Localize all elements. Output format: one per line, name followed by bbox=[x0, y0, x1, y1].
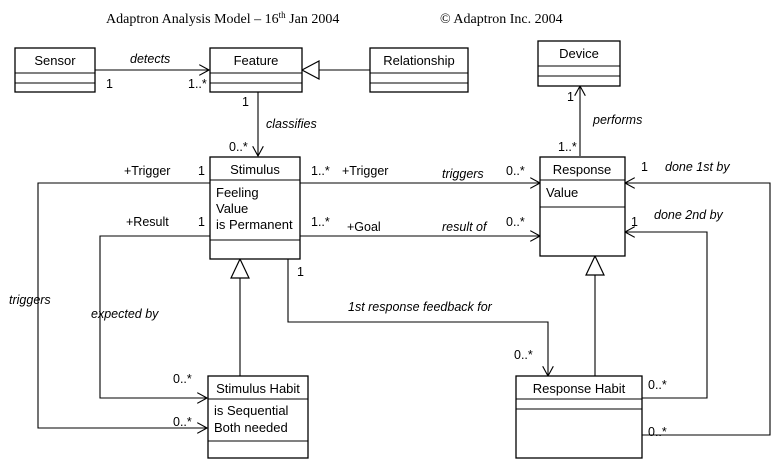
multiplicity: 1..* bbox=[311, 164, 330, 178]
multiplicity: 1 bbox=[297, 265, 304, 279]
multiplicity: 0..* bbox=[514, 348, 533, 362]
class-relationship: Relationship bbox=[369, 47, 469, 93]
multiplicity: 1 bbox=[631, 215, 638, 229]
role-label: +Trigger bbox=[342, 164, 388, 178]
edge-feedback bbox=[287, 259, 548, 376]
edge-done-1st bbox=[625, 183, 771, 436]
class-name: Response Habit bbox=[533, 381, 626, 396]
generalization-triangle bbox=[230, 257, 250, 279]
edge-expected-by bbox=[99, 235, 210, 398]
class-name: Feature bbox=[234, 53, 279, 68]
multiplicity: 0..* bbox=[229, 140, 248, 154]
multiplicity: 1 bbox=[641, 160, 648, 174]
assoc-label-triggers-left: triggers bbox=[9, 293, 51, 307]
class-name: Stimulus Habit bbox=[216, 381, 300, 396]
class-stimulus-habit: Stimulus Habit is Sequential Both needed bbox=[207, 375, 309, 459]
assoc-label-feedback: 1st response feedback for bbox=[348, 300, 493, 314]
assoc-label-performs: performs bbox=[592, 113, 642, 127]
edge-done-2nd bbox=[625, 232, 708, 399]
assoc-label-triggers: triggers bbox=[442, 167, 484, 181]
multiplicity: 0..* bbox=[648, 425, 667, 439]
assoc-label-done-2nd: done 2nd by bbox=[654, 208, 724, 222]
diagram-title: Adaptron Analysis Model – 16th Jan 2004 bbox=[106, 10, 339, 27]
multiplicity: 0..* bbox=[173, 415, 192, 429]
class-device: Device bbox=[537, 40, 621, 87]
attribute: Value bbox=[546, 185, 578, 200]
class-name: Device bbox=[559, 46, 599, 61]
multiplicity: 1 bbox=[567, 90, 574, 104]
multiplicity: 1..* bbox=[558, 140, 577, 154]
class-response: Response Value bbox=[539, 156, 626, 257]
assoc-label-classifies: classifies bbox=[266, 117, 317, 131]
class-name: Sensor bbox=[34, 53, 76, 68]
multiplicity: 0..* bbox=[648, 378, 667, 392]
assoc-label-result-of: result of bbox=[442, 220, 488, 234]
assoc-label-done-1st: done 1st by bbox=[665, 160, 730, 174]
class-name: Stimulus bbox=[230, 162, 280, 177]
role-label: +Result bbox=[126, 215, 169, 229]
role-label: +Trigger bbox=[124, 164, 170, 178]
class-response-habit: Response Habit bbox=[515, 375, 643, 459]
multiplicity: 0..* bbox=[506, 164, 525, 178]
multiplicity: 0..* bbox=[506, 215, 525, 229]
multiplicity: 1..* bbox=[188, 77, 207, 91]
multiplicity: 1 bbox=[198, 164, 205, 178]
role-label: +Goal bbox=[347, 220, 381, 234]
class-feature: Feature bbox=[209, 47, 303, 93]
class-name: Response bbox=[553, 162, 612, 177]
attribute: is Sequential bbox=[214, 403, 289, 418]
attribute: Both needed bbox=[214, 420, 288, 435]
multiplicity: 0..* bbox=[173, 372, 192, 386]
generalization-triangle bbox=[585, 254, 605, 276]
edge-triggers-left bbox=[37, 182, 210, 428]
assoc-label-detects: detects bbox=[130, 52, 170, 66]
attribute: Feeling bbox=[216, 185, 259, 200]
attribute: Value bbox=[216, 201, 248, 216]
attribute: is Permanent bbox=[216, 217, 293, 232]
multiplicity: 1 bbox=[198, 215, 205, 229]
generalization-triangle bbox=[300, 60, 320, 80]
class-sensor: Sensor bbox=[14, 47, 96, 93]
multiplicity: 1 bbox=[242, 95, 249, 109]
class-stimulus: Stimulus Feeling Value is Permanent bbox=[209, 156, 301, 260]
copyright: © Adaptron Inc. 2004 bbox=[440, 12, 563, 27]
assoc-label-expected-by: expected by bbox=[91, 307, 159, 321]
multiplicity: 1 bbox=[106, 77, 113, 91]
multiplicity: 1..* bbox=[311, 215, 330, 229]
class-name: Relationship bbox=[383, 53, 455, 68]
